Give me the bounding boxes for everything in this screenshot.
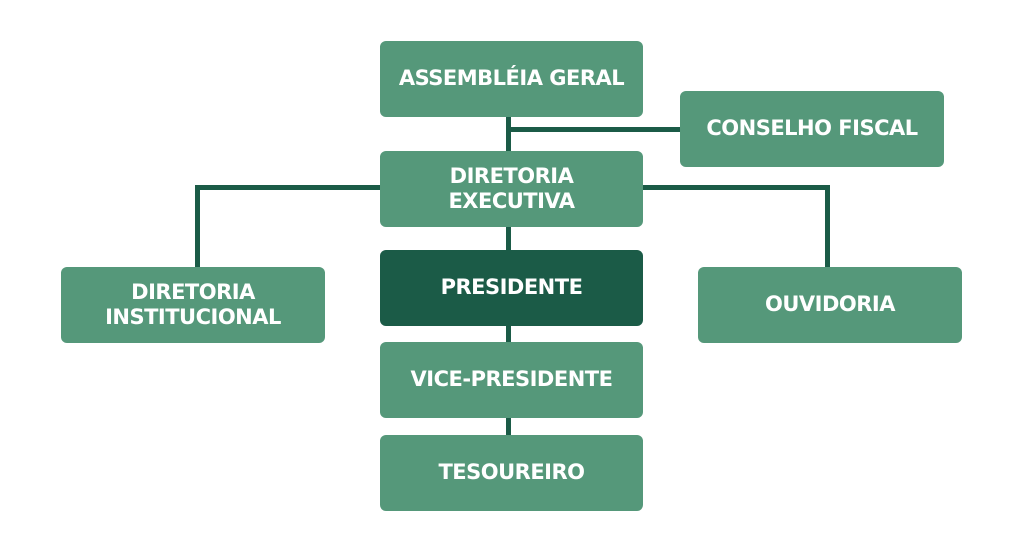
diretoria-executiva-box: DIRETORIA EXECUTIVA <box>380 151 643 227</box>
connector-left-horizontal <box>195 185 383 190</box>
assembleia-geral-label: ASSEMBLÉIA GERAL <box>398 66 625 91</box>
diretoria-institucional-label-line2: INSTITUCIONAL <box>105 305 281 329</box>
presidente-box: PRESIDENTE <box>380 250 643 326</box>
vice-presidente-label: VICE-PRESIDENTE <box>410 367 613 392</box>
tesoureiro-box: TESOUREIRO <box>380 435 643 511</box>
conselho-fiscal-box: CONSELHO FISCAL <box>680 91 944 167</box>
diretoria-executiva-label: DIRETORIA EXECUTIVA <box>448 163 575 213</box>
tesoureiro-label: TESOUREIRO <box>438 460 585 485</box>
vice-presidente-box: VICE-PRESIDENTE <box>380 342 643 418</box>
assembleia-geral-box: ASSEMBLÉIA GERAL <box>380 41 643 117</box>
diretoria-institucional-label-line1: DIRETORIA <box>131 279 255 304</box>
presidente-label: PRESIDENTE <box>440 275 583 300</box>
ouvidoria-label: OUVIDORIA <box>765 292 896 317</box>
connector-right-horizontal <box>642 185 830 190</box>
connector-left-vertical <box>195 185 200 268</box>
diretoria-institucional-box: DIRETORIA INSTITUCIONAL <box>61 267 325 343</box>
ouvidoria-box: OUVIDORIA <box>698 267 962 343</box>
connector-conselho-horizontal <box>506 127 682 132</box>
conselho-fiscal-label: CONSELHO FISCAL <box>706 116 918 141</box>
connector-right-vertical <box>825 185 830 268</box>
